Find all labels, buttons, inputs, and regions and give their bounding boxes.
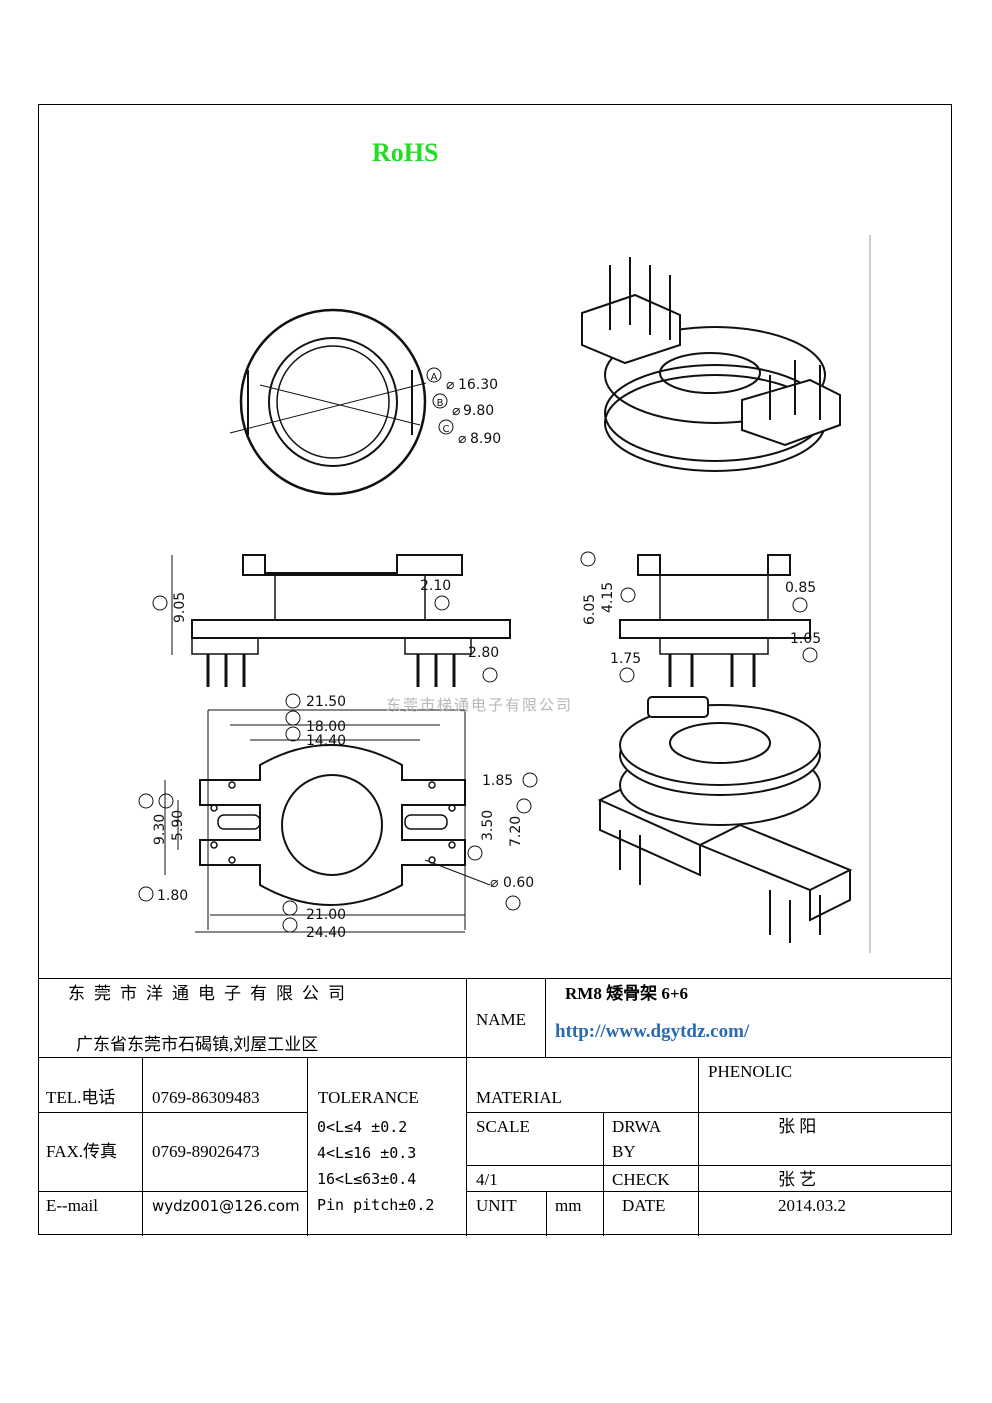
tolerance-label: TOLERANCE — [318, 1088, 419, 1107]
svg-text:B: B — [437, 398, 444, 409]
drawn-by-label-2: BY — [612, 1142, 636, 1161]
dim-c: 8.90 — [470, 431, 501, 447]
title-block: 东莞市洋通电子有限公司 广东省东莞市石碣镇,刘屋工业区 NAME RM8 矮骨架… — [38, 978, 952, 1236]
dim-q: 1.85 — [482, 773, 513, 789]
dim-j: 1.05 — [790, 631, 821, 647]
front-view: 9.05 2.10 2.80 — [152, 554, 511, 687]
check-label: CHECK — [612, 1170, 670, 1189]
svg-text:⌀: ⌀ — [490, 875, 499, 891]
tolerance-row-2: 4<L≤16 ±0.3 — [317, 1144, 417, 1162]
scale-label: SCALE — [476, 1117, 530, 1136]
dim-b: 9.80 — [463, 403, 494, 419]
date-label: DATE — [622, 1196, 666, 1215]
dim-f: 2.80 — [468, 645, 499, 661]
name-label: NAME — [476, 1010, 527, 1029]
tolerance-row-4: Pin pitch±0.2 — [317, 1196, 435, 1214]
technical-drawing: A ⌀ 16.30 B ⌀ 9.80 C ⌀ 8.90 — [120, 235, 872, 955]
watermark: 东莞市梯通电子有限公司 — [386, 696, 574, 714]
company-address: 广东省东莞市石碣镇,刘屋工业区 — [76, 1035, 319, 1054]
dim-i: 0.85 — [785, 580, 816, 596]
checked-by-value: 张 艺 — [778, 1170, 817, 1189]
bottom-view: 21.50 18.00 14.40 9.30 5.90 1.85 7.20 3.… — [138, 693, 538, 941]
svg-text:A: A — [431, 372, 438, 383]
dim-r: 7.20 — [508, 816, 524, 847]
svg-text:C: C — [443, 424, 450, 435]
date-value: 2014.03.2 — [778, 1196, 846, 1215]
isometric-view-top — [581, 257, 841, 472]
drawing-frame — [38, 104, 952, 1235]
svg-text:⌀: ⌀ — [452, 403, 461, 419]
dim-e: 2.10 — [420, 578, 451, 594]
dim-o: 18.00 — [306, 719, 346, 735]
isometric-view-bottom — [597, 696, 853, 943]
dim-d: 9.05 — [172, 592, 188, 623]
dim-s: 3.50 — [480, 810, 496, 841]
dim-m: 5.90 — [170, 810, 186, 841]
unit-label: UNIT — [476, 1196, 517, 1215]
company-url[interactable]: http://www.dgytdz.com/ — [555, 1021, 750, 1042]
dim-n: 21.50 — [306, 694, 346, 710]
dim-t: 1.80 — [157, 888, 188, 904]
tolerance-row-3: 16<L≤63±0.4 — [317, 1170, 417, 1188]
svg-text:⌀: ⌀ — [458, 431, 467, 447]
drawn-by-value: 张 阳 — [778, 1117, 817, 1136]
material-value: PHENOLIC — [708, 1062, 793, 1081]
dim-k: 1.75 — [610, 651, 641, 667]
material-label: MATERIAL — [476, 1088, 562, 1107]
tel-label: TEL.电话 — [46, 1088, 116, 1107]
top-view: A ⌀ 16.30 B ⌀ 9.80 C ⌀ 8.90 — [229, 308, 501, 496]
dim-w: 0.60 — [503, 875, 534, 891]
tolerance-row-1: 0<L≤4 ±0.2 — [317, 1118, 408, 1136]
dim-a: 16.30 — [458, 377, 498, 393]
drawn-by-label-1: DRWA — [612, 1117, 662, 1136]
email-label: E--mail — [46, 1196, 98, 1215]
company-name: 东莞市洋通电子有限公司 — [68, 984, 354, 1003]
email-value: wydz001@126.com — [152, 1197, 300, 1215]
dim-h: 4.15 — [600, 582, 616, 613]
fax-value: 0769-89026473 — [152, 1142, 260, 1161]
dim-v: 24.40 — [306, 925, 346, 941]
dim-u: 21.00 — [306, 907, 346, 923]
product-name: RM8 矮骨架 6+6 — [565, 984, 689, 1003]
unit-value: mm — [555, 1196, 582, 1215]
fax-label: FAX.传真 — [46, 1142, 117, 1161]
svg-text:⌀: ⌀ — [446, 377, 455, 393]
tel-value: 0769-86309483 — [152, 1088, 260, 1107]
scale-value: 4/1 — [476, 1170, 498, 1189]
dim-l: 9.30 — [152, 814, 168, 845]
rohs-label: RoHS — [372, 138, 439, 167]
dim-g: 6.05 — [582, 594, 598, 625]
side-view: 6.05 4.15 0.85 1.05 1.75 — [580, 551, 821, 687]
